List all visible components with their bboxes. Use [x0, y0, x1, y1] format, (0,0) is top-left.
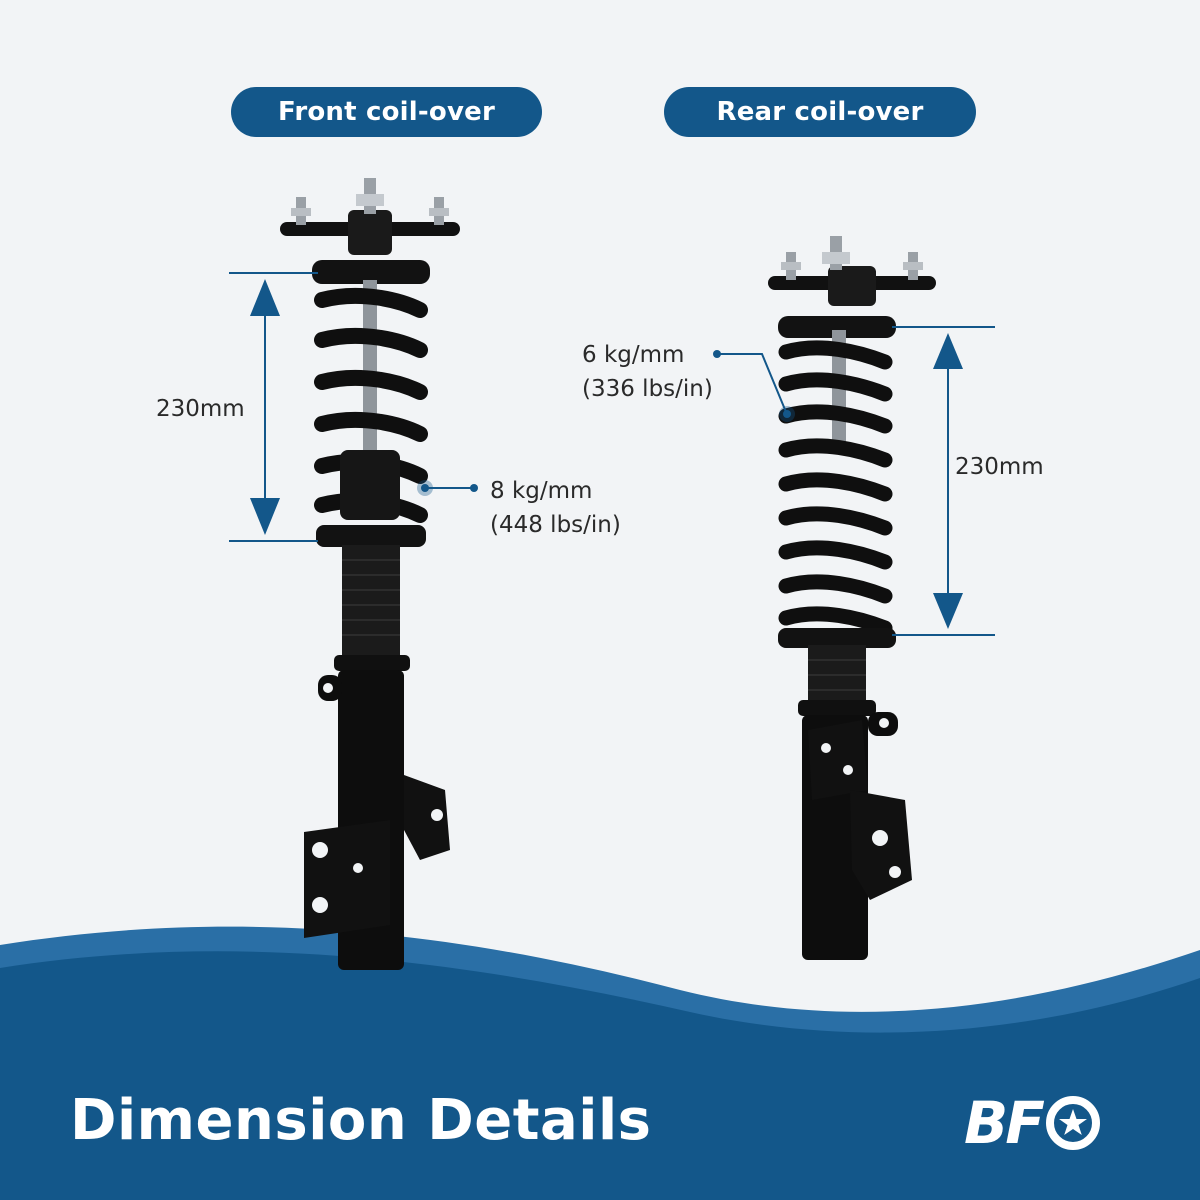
- star-circle-icon: [1045, 1096, 1100, 1150]
- front-spring-length-label: 230mm: [156, 396, 245, 422]
- front-coilover-heading: Front coil-over: [231, 87, 542, 137]
- rear-coilover-heading: Rear coil-over: [664, 87, 976, 137]
- rear-rate-metric: 6 kg/mm: [582, 342, 685, 368]
- front-rate-metric: 8 kg/mm: [490, 478, 593, 504]
- front-strut: [280, 178, 460, 970]
- rear-rate-callout: [713, 350, 795, 422]
- rear-strut: [768, 236, 936, 960]
- rear-rate-imperial: (336 lbs/in): [582, 376, 713, 402]
- rear-spring-length-label: 230mm: [955, 454, 1044, 480]
- rear-spring-rate-label: 6 kg/mm (336 lbs/in): [582, 338, 713, 406]
- front-spring-rate-label: 8 kg/mm (448 lbs/in): [490, 474, 621, 542]
- footer-title: Dimension Details: [70, 1088, 652, 1153]
- front-rate-callout: [417, 480, 478, 496]
- logo-text: BF: [964, 1089, 1045, 1157]
- front-rate-imperial: (448 lbs/in): [490, 512, 621, 538]
- rear-length-dimension: [892, 326, 995, 636]
- front-length-dimension: [229, 272, 318, 542]
- footer-wave-dark: [0, 951, 1200, 1200]
- brand-logo: BF: [964, 1092, 1154, 1154]
